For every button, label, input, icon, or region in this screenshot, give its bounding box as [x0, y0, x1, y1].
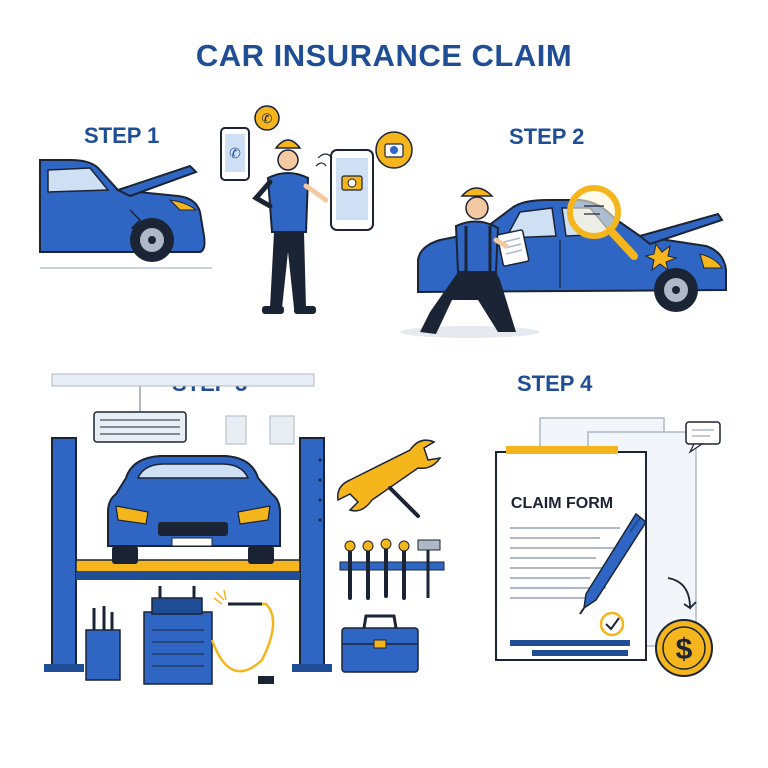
toolbox-icon: [341, 614, 419, 673]
step-2-label: STEP 2: [509, 124, 585, 149]
svg-text:$: $: [676, 633, 693, 666]
page-title: CAR INSURANCE CLAIM: [195, 38, 573, 73]
step-4-label: STEP 4: [517, 371, 593, 396]
phone-bubble-icon: [254, 105, 280, 131]
pen-icon: [579, 512, 647, 615]
wrench-icon: [337, 439, 442, 518]
svg-text:✆: ✆: [262, 111, 273, 126]
lifted-car: [107, 455, 281, 564]
checkmark-icon: [599, 611, 625, 637]
workshop-equipment: [85, 586, 275, 685]
tool-rack: [339, 538, 445, 600]
step-3-scene: [44, 373, 445, 685]
inspector-kneeling: [420, 187, 530, 334]
camera-phone: [315, 131, 413, 231]
damaged-car: [39, 159, 212, 269]
phone-icon: ✆: [229, 145, 241, 161]
magnifier-icon: [567, 185, 638, 260]
dollar-coin-icon: $: [655, 619, 713, 677]
step-1-scene: ✆ ✆: [39, 105, 413, 314]
step-4-scene: CLAIM FORM $: [495, 417, 721, 677]
person-calling: ✆ ✆: [220, 105, 329, 314]
step-1-label: STEP 1: [84, 123, 160, 148]
car-lift: [44, 437, 332, 672]
chat-bubble-icon: [685, 421, 721, 454]
form-title: CLAIM FORM: [511, 495, 613, 512]
step-2-scene: [400, 185, 727, 338]
